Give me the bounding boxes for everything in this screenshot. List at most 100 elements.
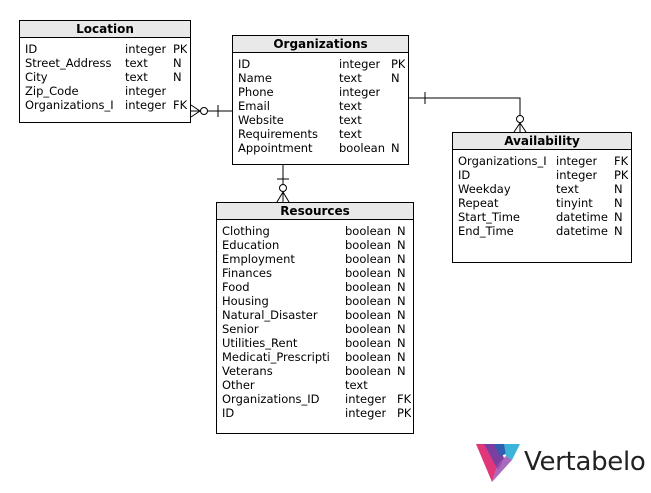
column-row[interactable]: ID integer PK xyxy=(222,406,411,420)
column-type: text xyxy=(339,99,362,113)
column-row[interactable]: Education boolean N xyxy=(222,238,411,252)
column-name: Organizations_I xyxy=(458,154,547,168)
column-row[interactable]: Repeat tinyint N xyxy=(458,196,629,210)
rel-organizations-resources xyxy=(276,165,290,203)
column-row[interactable]: Appointment boolean N xyxy=(238,141,406,155)
column-row[interactable]: Name text N xyxy=(238,71,406,85)
column-row[interactable]: Housing boolean N xyxy=(222,294,411,308)
entity-availability[interactable]: Availability Organizations_I integer FK … xyxy=(452,132,632,263)
entity-title: Organizations xyxy=(233,36,408,53)
column-flag: N xyxy=(173,56,182,70)
entity-title: Resources xyxy=(217,203,413,220)
entity-resources[interactable]: Resources Clothing boolean N Education b… xyxy=(216,202,414,434)
column-type: boolean xyxy=(345,308,391,322)
column-row[interactable]: Veterans boolean N xyxy=(222,364,411,378)
column-name: ID xyxy=(222,406,235,420)
vertabelo-logo-text: Vertabelo xyxy=(524,447,646,477)
column-row[interactable]: Weekday text N xyxy=(458,182,629,196)
rel-organizations-availability xyxy=(409,92,527,133)
column-type: boolean xyxy=(345,364,391,378)
column-name: End_Time xyxy=(458,224,514,238)
entity-location[interactable]: Location ID integer PK Street_Address te… xyxy=(19,20,191,123)
column-type: boolean xyxy=(345,294,391,308)
column-row[interactable]: Senior boolean N xyxy=(222,322,411,336)
column-row[interactable]: Email text xyxy=(238,99,406,113)
column-row[interactable]: Organizations_I integer FK xyxy=(25,98,188,112)
column-flag: N xyxy=(397,238,406,252)
column-row[interactable]: Organizations_ID integer FK xyxy=(222,392,411,406)
column-name: Education xyxy=(222,238,280,252)
column-row[interactable]: Natural_Disaster boolean N xyxy=(222,308,411,322)
column-type: integer xyxy=(339,85,381,99)
column-flag: N xyxy=(614,210,623,224)
entity-organizations[interactable]: Organizations ID integer PK Name text N … xyxy=(232,35,409,165)
column-name: Natural_Disaster xyxy=(222,308,318,322)
column-name: Employment xyxy=(222,252,295,266)
column-name: Appointment xyxy=(238,141,313,155)
column-name: Email xyxy=(238,99,270,113)
column-row[interactable]: Start_Time datetime N xyxy=(458,210,629,224)
column-row[interactable]: Phone integer xyxy=(238,85,406,99)
column-flag: PK xyxy=(614,168,629,182)
column-flag: N xyxy=(397,266,406,280)
column-name: Other xyxy=(222,378,255,392)
column-name: Name xyxy=(238,71,272,85)
column-row[interactable]: Utilities_Rent boolean N xyxy=(222,336,411,350)
column-type: boolean xyxy=(345,350,391,364)
column-flag: N xyxy=(397,322,406,336)
column-row[interactable]: Zip_Code integer xyxy=(25,84,188,98)
column-row[interactable]: City text N xyxy=(25,70,188,84)
column-row[interactable]: Requirements text xyxy=(238,127,406,141)
column-name: Housing xyxy=(222,294,269,308)
column-name: Utilities_Rent xyxy=(222,336,298,350)
column-flag: FK xyxy=(173,98,188,112)
column-row[interactable]: ID integer PK xyxy=(238,57,406,71)
column-name: Organizations_I xyxy=(25,98,114,112)
column-flag: N xyxy=(397,364,406,378)
column-name: Finances xyxy=(222,266,272,280)
vertabelo-logo: Vertabelo xyxy=(476,442,646,484)
column-name: Weekday xyxy=(458,182,511,196)
column-row[interactable]: Employment boolean N xyxy=(222,252,411,266)
column-name: City xyxy=(25,70,48,84)
column-row[interactable]: Street_Address text N xyxy=(25,56,188,70)
column-row[interactable]: Finances boolean N xyxy=(222,266,411,280)
column-type: datetime xyxy=(556,224,608,238)
column-row[interactable]: Website text xyxy=(238,113,406,127)
column-row[interactable]: Clothing boolean N xyxy=(222,224,411,238)
column-type: text xyxy=(339,127,362,141)
column-name: ID xyxy=(238,57,251,71)
column-name: Clothing xyxy=(222,224,270,238)
column-row[interactable]: Organizations_I integer FK xyxy=(458,154,629,168)
column-row[interactable]: End_Time datetime N xyxy=(458,224,629,238)
column-flag: N xyxy=(397,224,406,238)
column-type: text xyxy=(345,378,368,392)
column-type: integer xyxy=(339,57,381,71)
column-row[interactable]: ID integer PK xyxy=(25,42,188,56)
column-list: Organizations_I integer FK ID integer PK… xyxy=(458,154,629,238)
rel-organizations-location xyxy=(190,104,232,118)
column-flag: N xyxy=(391,71,400,85)
column-type: text xyxy=(125,70,148,84)
column-flag: N xyxy=(173,70,182,84)
column-row[interactable]: Food boolean N xyxy=(222,280,411,294)
column-flag: PK xyxy=(173,42,188,56)
column-type: integer xyxy=(345,392,387,406)
column-name: Start_Time xyxy=(458,210,520,224)
column-row[interactable]: Medicati_Prescripti boolean N xyxy=(222,350,411,364)
column-type: text xyxy=(339,71,362,85)
column-row[interactable]: ID integer PK xyxy=(458,168,629,182)
column-type: integer xyxy=(125,42,167,56)
column-flag: N xyxy=(397,252,406,266)
column-flag: PK xyxy=(391,57,406,71)
column-flag: FK xyxy=(614,154,629,168)
column-type: integer xyxy=(125,84,167,98)
column-type: integer xyxy=(556,168,598,182)
column-type: boolean xyxy=(345,336,391,350)
column-name: Requirements xyxy=(238,127,318,141)
column-flag: N xyxy=(397,294,406,308)
column-flag: N xyxy=(614,224,623,238)
column-row[interactable]: Other text xyxy=(222,378,411,392)
column-type: tinyint xyxy=(556,196,593,210)
column-flag: N xyxy=(614,196,623,210)
